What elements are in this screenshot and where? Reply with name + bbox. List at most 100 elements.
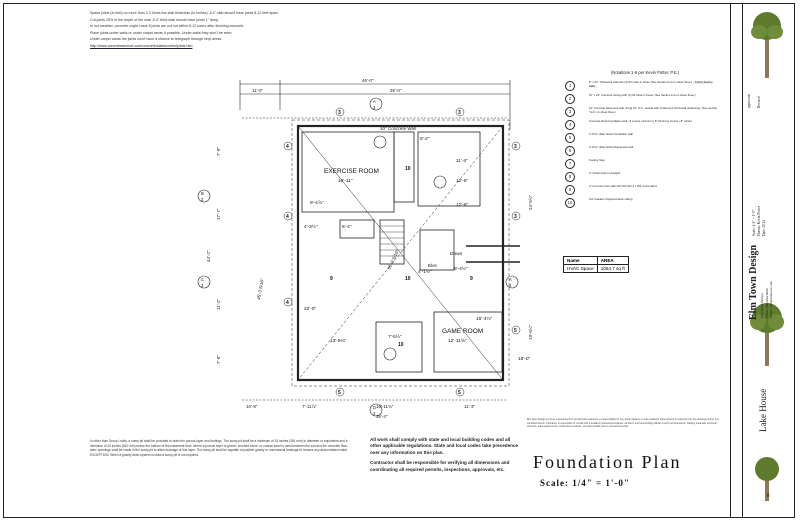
plan-scale: Scale: 1/4" = 1'-0": [540, 478, 630, 488]
compliance-line: Contractor shall be responsible for veri…: [370, 460, 510, 472]
scale-label: Scale:: [540, 478, 569, 488]
section-marker-labels: A 3 B 3 C 3 A 3 D 3: [201, 99, 512, 416]
note-line: Place joints under walls or under carpet…: [90, 30, 233, 42]
legend-number: 1: [565, 81, 575, 91]
legend-item: 6 4" Perf. drain behind basement wall: [565, 145, 725, 159]
room-label-game: GAME ROOM: [442, 328, 483, 335]
dim-right: 24'-5½": [527, 194, 533, 210]
tag-number: 3: [514, 214, 517, 220]
tag-circles: [283, 107, 521, 397]
room-dim: 13'-8¾": [330, 338, 347, 344]
dim-bottom: 16'-11¾": [376, 404, 394, 409]
firm-address: Elm Town Design Phone: 000-000-0000 Emai…: [760, 280, 774, 318]
dim-top-left: 11'-0": [252, 88, 264, 93]
room-dim: 11'-4": [456, 158, 468, 164]
legend-description: 8" x 24" Thickened wall with (3) #4 reba…: [589, 80, 693, 84]
dim-left: 7'-6": [216, 355, 221, 364]
room-dim: 4'-1½": [418, 268, 432, 275]
dim-left: 17'-7": [216, 208, 221, 220]
legend-description: Concrete block foundation wall. (4 cours…: [589, 119, 692, 123]
section-sheet-label: 3: [373, 105, 376, 110]
dim-bottom-overall: 35'-4": [376, 414, 388, 419]
legend-number: 3: [565, 107, 575, 117]
title-block-column: [730, 3, 795, 518]
section-label: B: [201, 191, 204, 196]
sheet-border: [3, 3, 795, 518]
legend-number: 10: [565, 198, 575, 208]
foundation-perimeter: [296, 124, 505, 382]
tag-number: 3: [514, 144, 517, 150]
room-dim: 4'-3½": [304, 223, 318, 230]
section-marker-bottom: [369, 403, 383, 417]
dim-left: 11'-2": [216, 298, 221, 310]
closet-lower-walls: [339, 219, 375, 239]
plan-title: Foundation Plan: [533, 452, 682, 472]
tag-number: 3: [458, 110, 461, 116]
dim-left: 7'-9": [216, 147, 221, 156]
legend-text: 8" x 24" Thickened wall with (3) #4 reba…: [589, 80, 719, 89]
game-room-walls: [433, 311, 503, 373]
table-header-row: Name AREA: [563, 256, 629, 265]
legend-description: 4" Perf. drain below foundation wall: [589, 132, 633, 136]
section-sheet-label: 3: [373, 411, 376, 416]
section-marker-interior: [433, 175, 447, 189]
table-header: AREA: [596, 256, 629, 265]
tag-number: 4: [286, 300, 289, 306]
stair-walls: [379, 219, 405, 265]
legend-number: 6: [565, 146, 575, 156]
tree-illustration-middle: [750, 303, 784, 366]
tag-number: 4: [286, 144, 289, 150]
legend-description: Footing Step: [589, 158, 605, 162]
room-dim-exercise: 16'-11": [338, 178, 353, 184]
dim-bottom: 7'-11⅞": [302, 404, 317, 409]
legend-description: 10" Concrete basement wall, #4 @ 16" O.C…: [589, 106, 718, 114]
legend-number: 5: [565, 133, 575, 143]
disclaimer-text: Elm Town Design is not an engineering fi…: [527, 418, 719, 429]
tag-numbers: 4 4 4 3 3 5 5 5 3 3 10 10 10 9 9: [286, 110, 517, 396]
room-dim: 9'-4⅞": [310, 200, 324, 206]
bath-walls: [417, 131, 481, 207]
stair-treads: [380, 225, 404, 257]
legend-item: 9 4" Concrete floor slab with 6x6 W1.4 x …: [565, 184, 725, 198]
table-cell: 1054.7 sq ft: [596, 264, 629, 273]
room-dim: 6'-4": [342, 224, 352, 230]
tag-number: 9: [470, 276, 473, 282]
note-line: In hot weather, concrete might crack if …: [90, 24, 245, 29]
tag-number: 5: [458, 390, 461, 396]
tag-number: 9: [330, 276, 333, 282]
section-marker-interior: [373, 135, 387, 149]
tree-illustration-top: [751, 12, 783, 78]
section-marker-left-2: [197, 275, 211, 289]
legend-number: 9: [565, 185, 575, 195]
section-marker-interior: [383, 347, 397, 361]
tag-number: 10: [405, 276, 411, 282]
area-schedule-table: Name AREA HVAC Space 1054.7 sq ft: [563, 256, 629, 273]
scale-value: 1/4" = 1'-0": [572, 478, 630, 488]
note-url[interactable]: http://www.concretealertnet.com/concrete…: [90, 43, 193, 48]
note-line: Space joists (in feet) no more than 2-3 …: [90, 11, 279, 15]
tag-number: 4: [286, 214, 289, 220]
room-dim: 7'-5½": [388, 333, 402, 340]
tag-number: 3: [338, 110, 341, 116]
dim-top-right: 35'-0": [390, 88, 402, 93]
legend-description: 10" x 24" Concrete footing with (3) #4 r…: [589, 93, 696, 97]
legend-number: 2: [565, 94, 575, 104]
room-dim: 18'-0": [518, 356, 531, 362]
section-sheet-label: 3: [201, 283, 204, 288]
closet-walls: [393, 131, 415, 203]
storage-walls: [375, 321, 423, 373]
legend-item: 5 4" Perf. drain below foundation wall: [565, 132, 725, 146]
legend-description: 4" Perf. drain behind basement wall: [589, 145, 634, 149]
legend-number: 8: [565, 172, 575, 182]
dim-diagonal-left: 45'-3 5/16": [256, 278, 265, 300]
table-row: HVAC Space 1054.7 sq ft: [563, 264, 629, 273]
legend-description: 4" Concrete floor slab with 6x6 W1.4 x W…: [589, 184, 658, 188]
room-dim: 12'-6": [456, 202, 469, 208]
diagonal-dimension-line-2: [297, 125, 504, 381]
room-dim-game: 12'-11⅝": [448, 338, 467, 344]
dim-right: 19'-6½": [527, 324, 533, 340]
